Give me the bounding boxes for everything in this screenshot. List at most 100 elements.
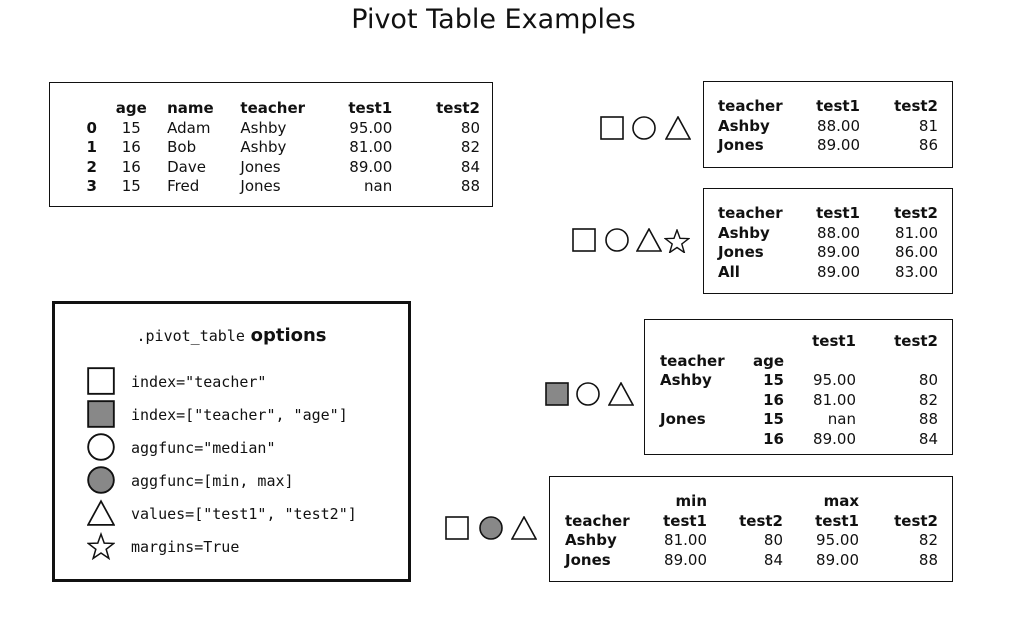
table-row: 0 15 Adam Ashby 95.00 80 [80, 119, 480, 139]
cell-min-test2: 84 [763, 550, 783, 569]
group-header: min [675, 492, 707, 510]
table-row: Ashby 88.00 81 [718, 117, 938, 137]
table-row: 16 89.00 84 [660, 430, 938, 450]
table-row: Ashby 81.00 80 95.00 82 [565, 531, 938, 551]
row-sublabel: 15 [763, 410, 784, 428]
table-row: All 89.00 83.00 [718, 263, 938, 283]
column-header: test2 [894, 332, 938, 350]
row-label: Jones [718, 243, 764, 261]
table-header-row: age name teacher test1 test2 [80, 99, 480, 119]
cell-min-test1: 89.00 [664, 550, 707, 569]
row-index: 2 [86, 157, 97, 176]
table-row: 1 16 Bob Ashby 81.00 82 [80, 138, 480, 158]
triangle-icon [636, 228, 662, 252]
cell-test1: 81.00 [813, 390, 856, 409]
cell-test2: 82 [918, 390, 938, 409]
pivot-result-4: min max teacher test1 test2 test1 test2 … [549, 476, 953, 582]
cell-test2: 84 [918, 429, 938, 448]
open-circle-icon [632, 116, 656, 140]
group-header: max [823, 492, 859, 510]
pivot-table-2: teacher test1 test2 Ashby 88.00 81.00 Jo… [718, 204, 938, 282]
cell-test1: nan [364, 177, 393, 195]
cell-test2: 86 [918, 136, 938, 154]
cell-test2: 81 [918, 116, 938, 135]
table-row: Jones 89.00 86 [718, 136, 938, 156]
row-sublabel: 16 [763, 429, 784, 448]
row-index: 1 [86, 138, 97, 156]
column-header: test2 [739, 511, 783, 530]
open-square-icon [87, 367, 115, 395]
cell-teacher: Jones [240, 157, 281, 176]
source-table-box: age name teacher test1 test2 0 15 Adam A… [49, 82, 493, 207]
row-label: Jones [565, 550, 611, 569]
table-row: Jones 15 nan 88 [660, 410, 938, 430]
index-header: teacher [660, 351, 725, 370]
legend-item-text: index="teacher" [131, 373, 267, 391]
filled-circle-icon [479, 516, 503, 540]
table-row: 16 81.00 82 [660, 391, 938, 411]
options-legend: .pivot_table options index="teacher" ind… [52, 301, 411, 582]
cell-test1: 89.00 [817, 136, 860, 154]
cell-teacher: Ashby [240, 138, 287, 156]
cell-test1: 88.00 [817, 116, 860, 135]
open-square-icon [445, 516, 469, 540]
open-circle-icon [605, 228, 629, 252]
column-header: test1 [348, 99, 393, 117]
legend-item-text: aggfunc="median" [131, 439, 276, 457]
row-index: 0 [86, 118, 97, 137]
column-header: test2 [894, 97, 938, 115]
row-label [660, 391, 740, 411]
cell-test2: 80 [918, 371, 938, 389]
column-header: test1 [816, 204, 860, 222]
table-row: Jones 89.00 84 89.00 88 [565, 551, 938, 571]
filled-square-icon [87, 400, 115, 428]
row-label [660, 430, 740, 450]
pivot-result-1: teacher test1 test2 Ashby 88.00 81 Jones… [703, 81, 953, 168]
cell-min-test2: 80 [763, 531, 783, 549]
cell-age: 16 [121, 138, 141, 156]
cell-max-test1: 95.00 [816, 531, 859, 549]
cell-name: Dave [167, 157, 206, 176]
cell-max-test2: 88 [918, 550, 938, 569]
open-circle-icon [87, 433, 115, 461]
pivot-result-2: teacher test1 test2 Ashby 88.00 81.00 Jo… [703, 188, 953, 294]
legend-item-text: aggfunc=[min, max] [131, 472, 294, 490]
column-header: test1 [663, 511, 707, 530]
cell-test2: 80 [460, 118, 480, 137]
column-header: teacher [240, 99, 306, 117]
open-circle-icon [576, 382, 600, 406]
cell-test2: 88 [918, 410, 938, 428]
index-header: age [752, 351, 784, 370]
column-header: test1 [816, 97, 860, 115]
cell-test1: 88.00 [817, 223, 860, 242]
table-row: 2 16 Dave Jones 89.00 84 [80, 158, 480, 178]
legend-title: .pivot_table options [55, 325, 408, 346]
row-label: Ashby [660, 371, 712, 389]
cell-test1: 95.00 [813, 371, 856, 389]
cell-age: 15 [121, 177, 141, 195]
legend-item-text: index=["teacher", "age"] [131, 406, 348, 424]
cell-test1: 95.00 [349, 118, 393, 137]
legend-title-word: options [250, 325, 327, 346]
row-label: Ashby [718, 223, 770, 242]
triangle-icon [608, 382, 634, 406]
triangle-icon [511, 516, 537, 540]
pivot-table-1: teacher test1 test2 Ashby 88.00 81 Jones… [718, 97, 938, 156]
star-icon [664, 229, 690, 253]
cell-test1: 89.00 [813, 429, 856, 448]
cell-test1: 89.00 [817, 262, 860, 281]
cell-min-test1: 81.00 [664, 531, 707, 549]
open-square-icon [572, 228, 596, 252]
source-table: age name teacher test1 test2 0 15 Adam A… [80, 99, 480, 197]
page-title: Pivot Table Examples [351, 4, 636, 35]
cell-max-test1: 89.00 [816, 550, 859, 569]
cell-teacher: Jones [240, 177, 281, 195]
open-square-icon [600, 116, 624, 140]
table-row: Jones 89.00 86.00 [718, 243, 938, 263]
cell-max-test2: 82 [918, 531, 938, 549]
table-row: 3 15 Fred Jones nan 88 [80, 177, 480, 197]
column-header: test2 [894, 204, 938, 222]
cell-name: Bob [167, 138, 197, 156]
cell-test2: 83.00 [895, 262, 938, 281]
cell-test1: 81.00 [349, 138, 393, 156]
